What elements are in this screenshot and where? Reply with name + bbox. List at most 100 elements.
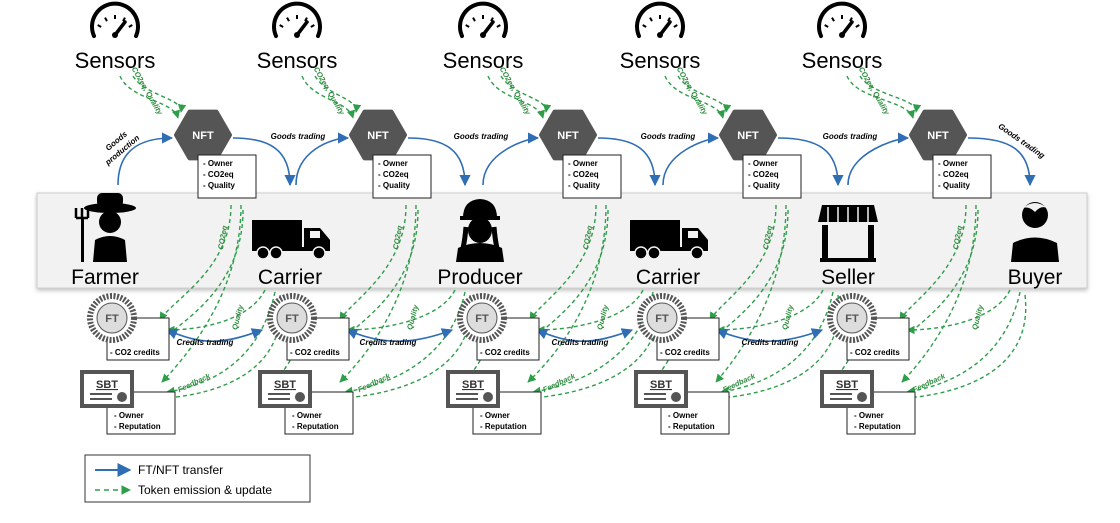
coin-icon	[457, 293, 507, 343]
actor-label: Seller	[821, 266, 875, 289]
feedback-label: Feedback	[541, 371, 577, 394]
sensor-to-nft-arrow	[859, 75, 922, 113]
nft-attribute: - CO2eq	[568, 170, 599, 179]
quality-label: Quality	[970, 303, 985, 331]
actor-label: Farmer	[71, 266, 139, 289]
sbt-attribute: - Owner	[292, 411, 322, 420]
ft-token-4: FT - CO2 credits	[637, 293, 720, 361]
ft-attribute: - CO2 credits	[110, 348, 160, 357]
actor-to-sbt-arrow	[906, 291, 1021, 395]
coin-icon	[637, 293, 687, 343]
nft-to-ft-arrow	[709, 204, 777, 321]
sbt-token-2: SBT - Owner - Reputation	[258, 370, 354, 435]
sbt-label: SBT	[96, 379, 118, 391]
actor-to-ft-arrow	[536, 289, 644, 335]
actor-producer: Producer	[437, 199, 523, 289]
credits-trading-arrow	[535, 328, 634, 342]
sensor-1: Sensors	[75, 1, 156, 73]
sbt-attribute: - Reputation	[114, 422, 161, 431]
certificate-icon	[820, 370, 874, 408]
ft-label: FT	[285, 313, 299, 325]
goods-trading-arrow	[967, 137, 1036, 187]
ft-row: FT - CO2 credits FT - CO2 credits FT - CO2 cr…	[87, 293, 910, 361]
sensor-3: Sensors	[443, 1, 523, 73]
nft-attribute: - CO2eq	[748, 170, 779, 179]
gauge-icon	[458, 1, 508, 38]
co2eq-label: CO2eq	[581, 224, 594, 250]
legend-transfer-label: FT/NFT transfer	[138, 463, 223, 477]
nft-to-ft-arrow	[899, 204, 967, 321]
nft-to-sbt-arrow	[527, 204, 607, 383]
gauge-icon	[90, 1, 140, 38]
sbt-attribute: - Reputation	[292, 422, 339, 431]
sensor-label: Sensors	[257, 48, 338, 73]
sensor-to-nft-arrow	[132, 75, 187, 113]
actor-to-sbt-arrow	[906, 294, 1027, 402]
sbt-label: SBT	[274, 379, 296, 391]
quality-label: Quality	[780, 303, 795, 331]
goods-trading-arrow	[597, 137, 661, 187]
ft-attribute: - CO2 credits	[290, 348, 340, 357]
actor-buyer: Buyer	[1008, 202, 1062, 289]
goods-trading-label: Goods trading	[271, 132, 326, 141]
nft-label: NFT	[192, 130, 214, 142]
nft-attribute: - Owner	[938, 159, 968, 168]
nft-to-ft-arrow	[159, 204, 232, 321]
credits-trading-label: Credits trading	[177, 338, 234, 347]
coin-icon	[267, 293, 317, 343]
ft-token-3: FT- CO2 credits	[457, 293, 540, 361]
sensor-4: Sensors	[620, 1, 700, 73]
sbt-token-3: SBT- Owner- Reputation	[446, 370, 542, 435]
goods-trading-label: Goods trading	[641, 132, 696, 141]
nft-to-sbt-arrow	[161, 204, 242, 383]
actor-label: Carrier	[258, 266, 322, 289]
truck-icon	[252, 220, 330, 260]
nft-to-ft-arrow	[339, 204, 407, 321]
certificate-icon	[258, 370, 312, 408]
sensor-to-nft-arrow	[119, 75, 181, 119]
person-icon	[1011, 202, 1059, 262]
ft-label: FT	[845, 313, 859, 325]
credits-trading-arrow	[165, 328, 264, 342]
sensor-to-nft-arrow	[677, 75, 732, 113]
quality-label: Quality	[230, 303, 245, 331]
sbt-attribute: - Reputation	[480, 422, 527, 431]
actor-to-ft-arrow	[716, 289, 824, 335]
credits-trading-label: Credits trading	[742, 338, 799, 347]
ft-attribute: - CO2 credits	[660, 348, 710, 357]
coin-icon	[87, 293, 137, 343]
sensor-label: Sensors	[75, 48, 156, 73]
nft-attribute: - Quality	[938, 181, 971, 190]
sensor-2: Sensors	[257, 1, 338, 73]
sensor-to-nft-arrow	[664, 75, 726, 119]
nft-token-4: NFT- Owner- CO2eq- Quality	[719, 109, 802, 199]
goods-trading-arrow	[407, 137, 471, 187]
sensor-to-nft-arrow	[314, 75, 362, 113]
nft-attributes-box	[932, 154, 992, 199]
certificate-icon	[446, 370, 500, 408]
ft-attribute: - CO2 credits	[850, 348, 900, 357]
ft-label: FT	[105, 313, 119, 325]
nft-to-sbt-arrow	[339, 204, 417, 383]
actor-seller: Seller	[818, 205, 878, 289]
ft-label: FT	[475, 313, 489, 325]
sbt-token-5: SBT- Owner- Reputation	[820, 370, 916, 435]
nft-attribute: - CO2eq	[378, 170, 409, 179]
nft-label: NFT	[557, 130, 579, 142]
sbt-label: SBT	[650, 379, 672, 391]
sensor-to-nft-arrow	[487, 75, 546, 119]
sbt-attribute: - Reputation	[668, 422, 715, 431]
nft-token-3: NFT- Owner- CO2eq- Quality	[539, 109, 622, 199]
legend-emission-label: Token emission & update	[138, 483, 272, 497]
goods-trading-label: Goods trading	[454, 132, 509, 141]
nft-attribute: - Quality	[378, 181, 411, 190]
nft-label: NFT	[927, 130, 949, 142]
sensor-label: Sensors	[802, 48, 883, 73]
certificate-icon	[80, 370, 134, 408]
quality-label: Quality	[405, 303, 420, 331]
ft-label: FT	[655, 313, 669, 325]
credits-trading-arrow	[345, 328, 454, 342]
